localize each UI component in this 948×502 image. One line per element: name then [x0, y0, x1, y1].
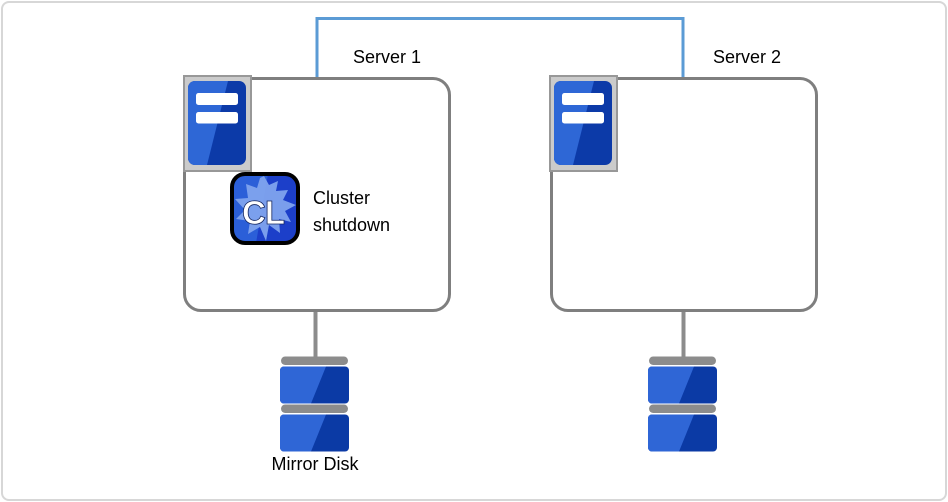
server2-box: [550, 77, 818, 312]
interconnect-line: [315, 17, 685, 78]
cl-badge-text: CL: [242, 194, 285, 231]
gear-splat-shape: [235, 176, 296, 241]
server2-label: Server 2: [712, 47, 782, 67]
server1-label: Server 1: [352, 47, 422, 67]
server2-icon-plate: [549, 75, 618, 172]
mirror-disk2-icon: [648, 356, 717, 452]
server-tower-icon: [188, 81, 246, 165]
server1-icon-plate: [183, 75, 252, 172]
server-tower-icon: [554, 81, 612, 165]
mirror-disk-label: Mirror Disk: [271, 454, 359, 474]
cluster-status-label: Cluster shutdown: [313, 188, 391, 235]
cl-cluster-badge-icon: CL: [230, 172, 300, 245]
mirror-disk1-icon: [280, 356, 349, 452]
